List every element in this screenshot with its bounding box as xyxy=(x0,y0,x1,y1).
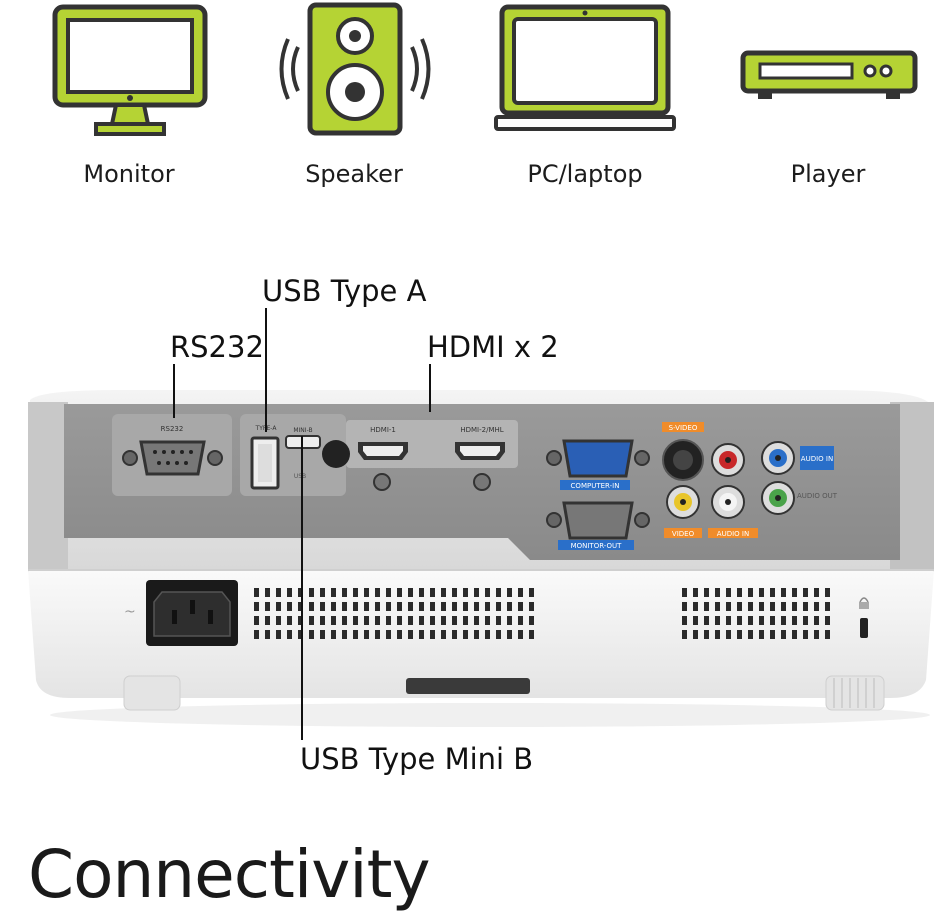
hdmi1-panel-label: HDMI-1 xyxy=(370,426,396,434)
ac-symbol: ~ xyxy=(124,604,136,620)
laptop-icon xyxy=(494,4,676,131)
mini-b-panel-label: MINI-B xyxy=(293,427,312,434)
computer-in-port xyxy=(546,439,650,478)
monitor-icon xyxy=(52,4,208,136)
rs232-port xyxy=(122,440,223,476)
usb-mini-b-callout: USB Type Mini B xyxy=(300,742,534,776)
usb-mini-b-port xyxy=(285,435,321,449)
vent-right xyxy=(682,588,830,639)
rs232-callout: RS232 xyxy=(170,330,264,364)
player-label: Player xyxy=(790,160,866,188)
audio-in-box-label: AUDIO IN xyxy=(801,455,833,463)
audio-out-panel-label: AUDIO OUT xyxy=(797,492,838,500)
audio-in-panel-label: AUDIO IN xyxy=(717,530,749,538)
speaker-label: Speaker xyxy=(305,160,403,188)
hdmi-callout: HDMI x 2 xyxy=(427,330,559,364)
page-title: Connectivity xyxy=(28,836,431,913)
ir-sensor xyxy=(322,440,350,468)
vent-left xyxy=(254,588,534,639)
player-icon xyxy=(740,50,918,99)
kensington-lock-icon xyxy=(859,597,869,638)
hdmi-2-port xyxy=(455,442,505,460)
hdmi2-panel-label: HDMI-2/MHL xyxy=(460,426,503,434)
monitor-out-panel-label: MONITOR-OUT xyxy=(571,542,623,550)
s-video-panel-label: S-VIDEO xyxy=(669,424,698,432)
monitor-out-port xyxy=(546,501,650,540)
projector-rear-panel: RS232 TYPE-A MINI-B USB HDMI-1 HDMI-2/MH… xyxy=(28,390,934,727)
usb-panel-label: USB xyxy=(294,473,306,480)
monitor-label: Monitor xyxy=(83,160,175,188)
hdmi-1-port xyxy=(358,442,408,460)
power-socket xyxy=(146,580,238,646)
video-panel-label: VIDEO xyxy=(672,530,695,538)
laptop-label: PC/laptop xyxy=(527,160,643,188)
speaker-icon xyxy=(279,2,431,136)
usb-type-a-port xyxy=(250,436,280,490)
computer-in-panel-label: COMPUTER-IN xyxy=(571,482,620,490)
type-a-panel-label: TYPE-A xyxy=(255,425,278,432)
rs232-panel-label: RS232 xyxy=(161,425,184,433)
usb-type-a-callout: USB Type A xyxy=(262,274,427,308)
